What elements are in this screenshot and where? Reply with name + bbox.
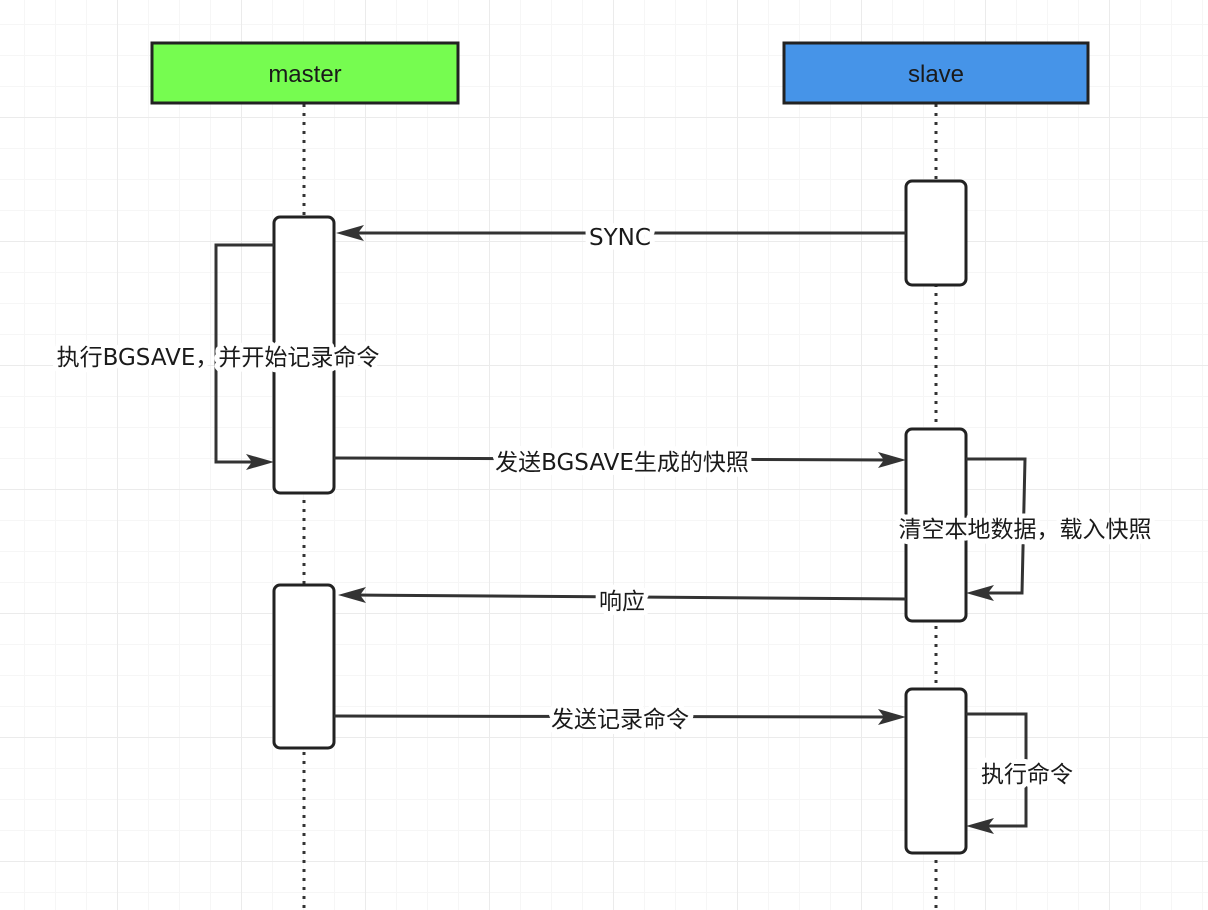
master-box bbox=[150, 41, 460, 105]
slave-activation-commands bbox=[904, 687, 968, 855]
sync-label: SYNC bbox=[589, 225, 651, 251]
master-participant: master bbox=[150, 41, 460, 105]
send-snapshot-message: 发送BGSAVE生成的快照 bbox=[333, 445, 906, 481]
sync-message: SYNC bbox=[336, 220, 906, 256]
slave-participant: slave bbox=[782, 41, 1090, 105]
slave-activation-sync bbox=[904, 179, 968, 287]
master-activation-bgsave bbox=[272, 215, 336, 495]
bgsave-label: 执行BGSAVE，并开始记录命令 bbox=[57, 345, 380, 371]
response-line bbox=[353, 593, 907, 601]
slave-activation-snapshot bbox=[904, 427, 968, 623]
load-snapshot-arrowhead bbox=[966, 585, 994, 601]
exec-commands-self-line bbox=[966, 712, 1028, 828]
response-message: 响应 bbox=[338, 584, 907, 620]
exec-commands-self-message: 执行命令 bbox=[966, 712, 1078, 834]
slave-label: slave bbox=[908, 61, 964, 88]
load-snapshot-label: 清空本地数据，载入快照 bbox=[899, 517, 1152, 543]
master-label: master bbox=[268, 61, 341, 88]
exec-commands-arrowhead bbox=[966, 818, 994, 834]
load-snapshot-self-line bbox=[966, 457, 1027, 595]
sync-arrowhead bbox=[336, 225, 364, 241]
send-commands-line bbox=[333, 714, 891, 719]
send-commands-label: 发送记录命令 bbox=[551, 707, 689, 733]
response-arrowhead bbox=[338, 587, 366, 603]
slave-box bbox=[782, 41, 1090, 105]
send-commands-arrowhead bbox=[878, 709, 906, 725]
exec-commands-label: 执行命令 bbox=[981, 762, 1073, 788]
bgsave-self-message: 执行BGSAVE，并开始记录命令 bbox=[52, 243, 384, 470]
send-snapshot-label: 发送BGSAVE生成的快照 bbox=[495, 450, 749, 476]
send-commands-message: 发送记录命令 bbox=[333, 702, 906, 738]
response-label: 响应 bbox=[599, 589, 645, 615]
bgsave-self-line bbox=[214, 243, 274, 464]
bgsave-arrowhead bbox=[246, 454, 274, 470]
send-snapshot-line bbox=[333, 456, 891, 462]
master-activation-response bbox=[272, 583, 336, 750]
send-snapshot-arrowhead bbox=[878, 452, 906, 468]
load-snapshot-self-message: 清空本地数据，载入快照 bbox=[894, 457, 1157, 601]
